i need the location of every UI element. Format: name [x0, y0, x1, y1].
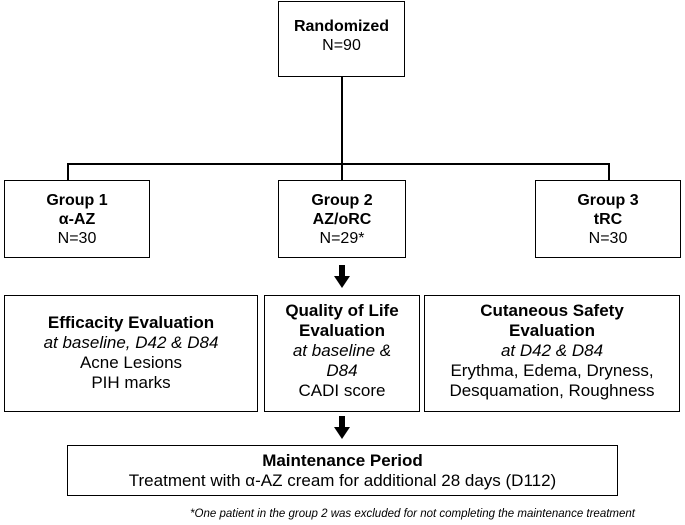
- randomized-box: Randomized N=90: [278, 1, 405, 77]
- safety-title-line1: Cutaneous Safety: [480, 301, 624, 320]
- efficacy-item: Acne Lesions: [79, 353, 183, 372]
- group-n: N=29*: [319, 230, 365, 247]
- group-1-box: Group 1 α-AZ N=30: [4, 180, 150, 258]
- footnote: *One patient in the group 2 was excluded…: [190, 508, 635, 520]
- connector-group3: [608, 163, 610, 181]
- group-n: N=30: [588, 230, 628, 247]
- safety-title-line2: Evaluation: [509, 321, 595, 340]
- qol-title-line1: Quality of Life: [285, 301, 399, 320]
- connector-root-down: [341, 77, 343, 164]
- cutaneous-safety-box: Cutaneous Safety Evaluation at D42 & D84…: [424, 295, 680, 412]
- randomized-n: N=90: [322, 37, 361, 54]
- maintenance-title: Maintenance Period: [262, 451, 423, 470]
- down-arrow-icon: [334, 416, 350, 439]
- maintenance-detail: Treatment with α-AZ cream for additional…: [128, 471, 557, 490]
- group-arm: AZ/oRC: [312, 211, 372, 228]
- connector-horizontal: [67, 163, 609, 165]
- safety-items-line2: Desquamation, Roughness: [449, 381, 655, 400]
- group-arm: α-AZ: [58, 211, 96, 228]
- connector-group2: [341, 163, 343, 181]
- group-2-box: Group 2 AZ/oRC N=29*: [278, 180, 406, 258]
- down-arrow-icon: [334, 265, 350, 288]
- group-n: N=30: [57, 230, 97, 247]
- randomized-title: Randomized: [293, 18, 390, 35]
- connector-group1: [67, 163, 69, 181]
- efficacy-title: Efficacity Evaluation: [47, 313, 215, 332]
- group-title: Group 2: [311, 192, 373, 209]
- quality-of-life-box: Quality of Life Evaluation at baseline &…: [264, 295, 420, 412]
- qol-title-line2: Evaluation: [299, 321, 385, 340]
- efficacy-evaluation-box: Efficacity Evaluation at baseline, D42 &…: [4, 295, 258, 412]
- qol-timing-line2: D84: [326, 361, 358, 380]
- group-title: Group 1: [46, 192, 108, 209]
- group-title: Group 3: [577, 192, 639, 209]
- safety-items-line1: Erythma, Edema, Dryness,: [450, 361, 654, 380]
- safety-timing: at D42 & D84: [500, 341, 604, 360]
- maintenance-period-box: Maintenance Period Treatment with α-AZ c…: [67, 445, 618, 496]
- group-3-box: Group 3 tRC N=30: [535, 180, 681, 258]
- qol-timing-line1: at baseline &: [292, 341, 392, 360]
- qol-item: CADI score: [298, 381, 386, 400]
- efficacy-item: PIH marks: [91, 373, 171, 392]
- efficacy-timing: at baseline, D42 & D84: [43, 333, 219, 352]
- group-arm: tRC: [593, 211, 623, 228]
